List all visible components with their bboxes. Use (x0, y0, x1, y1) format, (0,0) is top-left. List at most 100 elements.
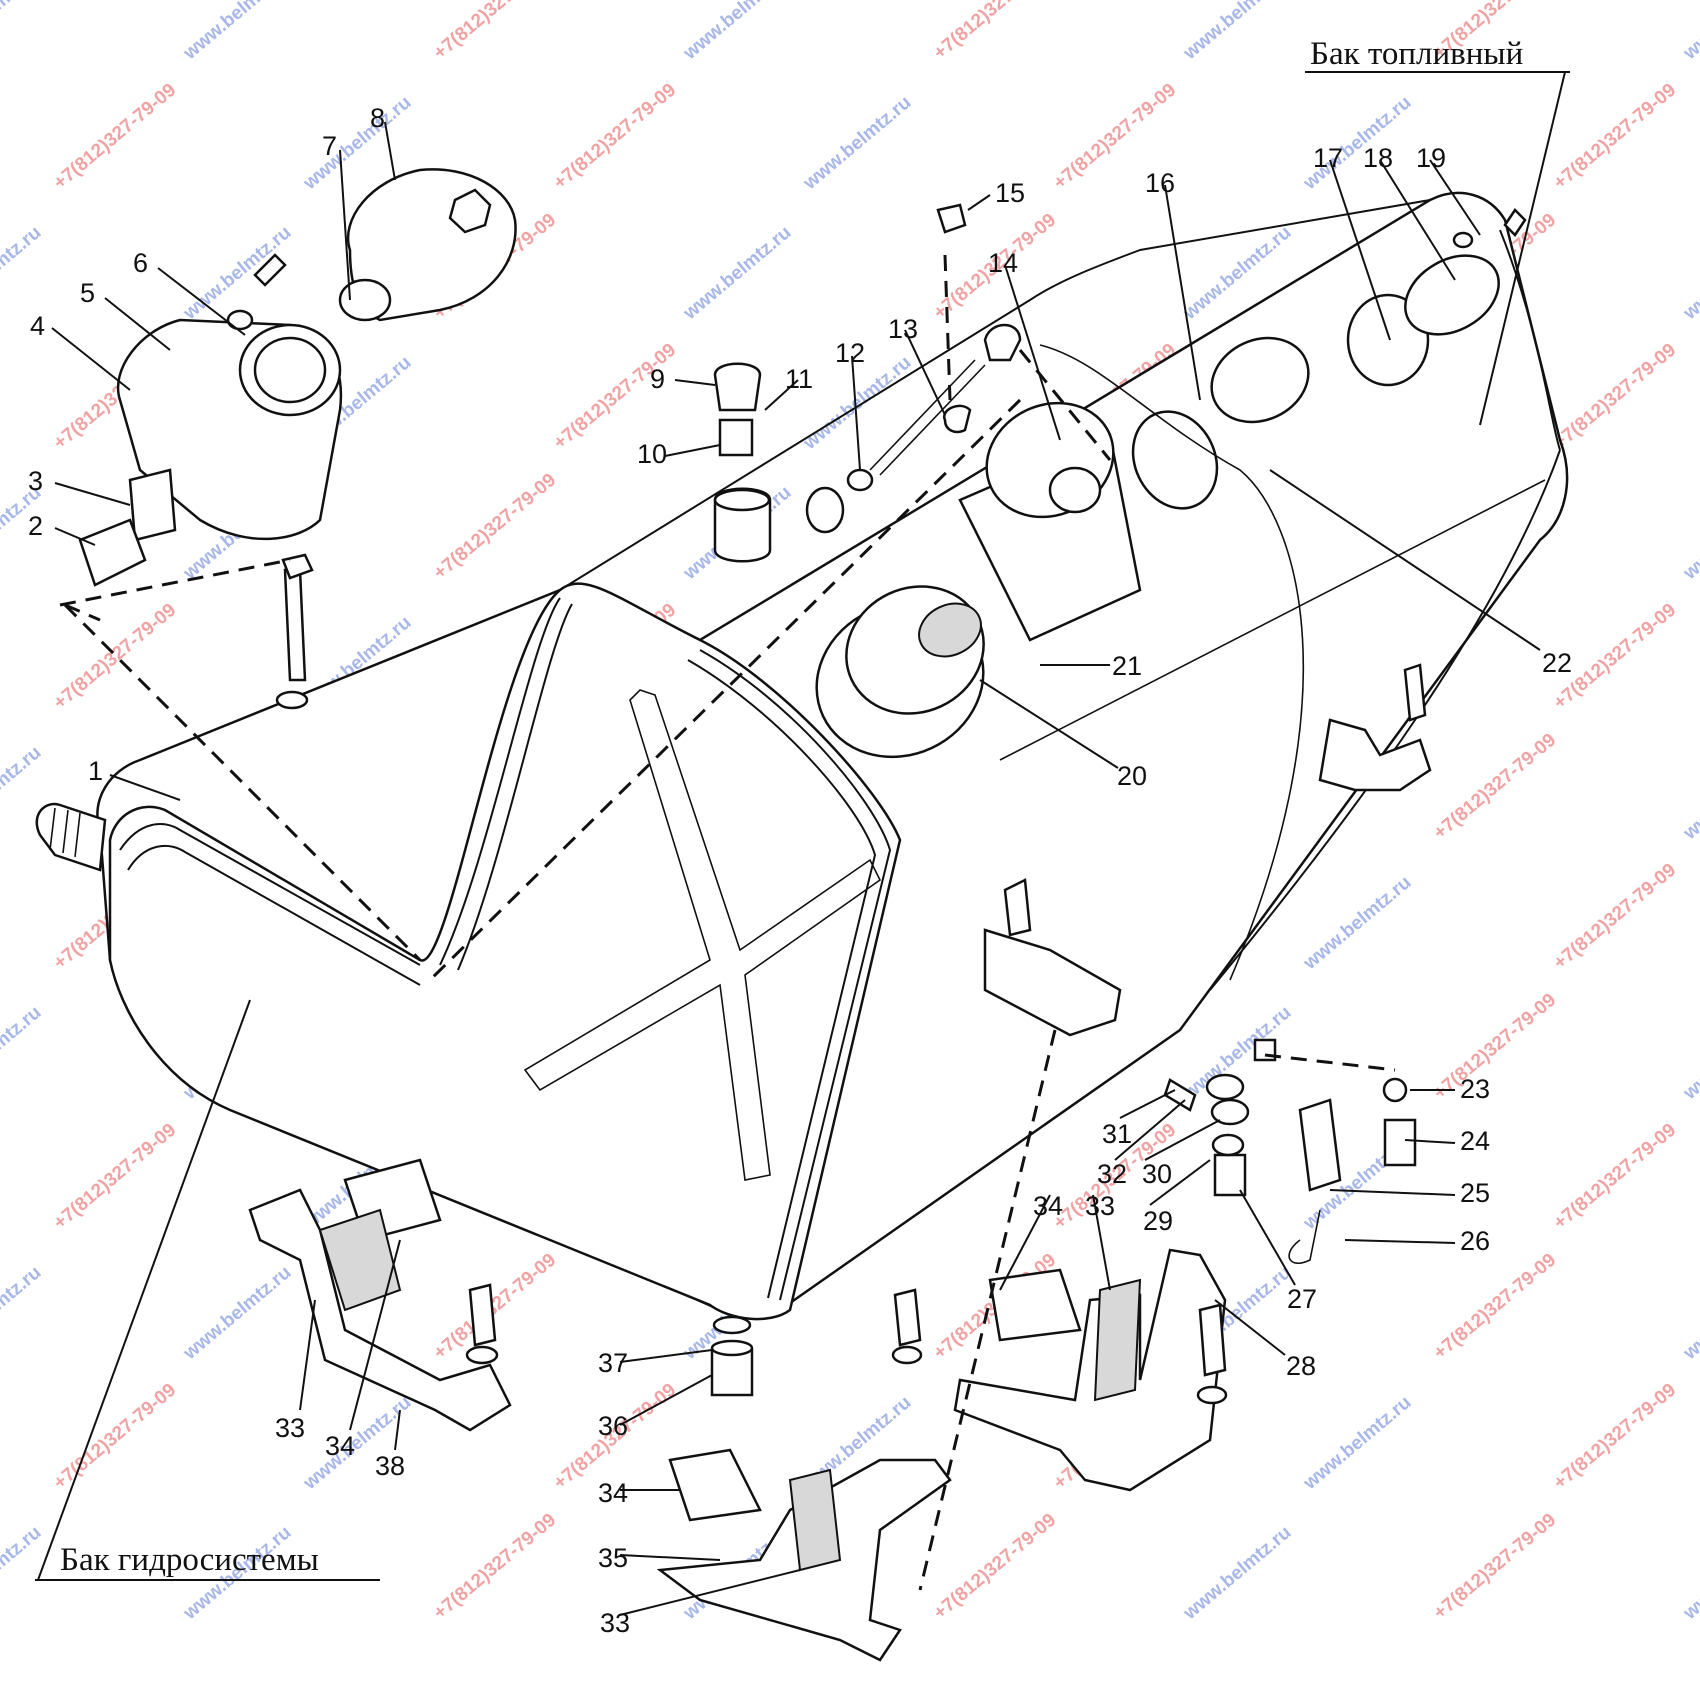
breather-assembly (78, 168, 517, 710)
captions: Бак топливный Бак гидросистемы (35, 36, 1570, 1581)
mounting-brackets (248, 663, 1432, 1662)
watermark-phone: +7(812)327-79-09 (1550, 80, 1680, 194)
watermark-phone: +7(812)327-79-09 (50, 600, 180, 714)
leader-line (1269, 469, 1541, 651)
callout-27: 27 (1287, 1284, 1317, 1314)
watermark-phone: +7(812)327-79-09 (550, 80, 680, 194)
callout-21: 21 (1112, 651, 1142, 681)
callout-6: 6 (133, 248, 148, 278)
hydraulic-tank-body (35, 582, 902, 1321)
callout-29: 29 (1143, 1206, 1173, 1236)
leader-line (664, 444, 721, 457)
watermark-site: www.belmtz.ru (1679, 1002, 1700, 1104)
callout-37: 37 (598, 1348, 628, 1378)
leader-line (384, 121, 396, 181)
callout-24: 24 (1460, 1126, 1490, 1156)
leader-line (619, 1374, 713, 1426)
watermark-site: www.belmtz.ru (1679, 222, 1700, 324)
leader-line (1429, 159, 1481, 236)
watermark-site: www.belmtz.ru (0, 0, 45, 64)
callout-33-left: 33 (275, 1413, 305, 1443)
leader-line (764, 379, 799, 411)
callout-3: 3 (28, 466, 43, 496)
callout-32: 32 (1097, 1159, 1127, 1189)
watermark-site: www.belmtz.ru (179, 1262, 295, 1364)
watermark-site: www.belmtz.ru (1679, 0, 1700, 64)
plug-fittings (713, 203, 1527, 563)
filler-assembly (815, 254, 1500, 981)
leader-line (104, 297, 171, 351)
leader-line (1379, 159, 1456, 281)
callout-25: 25 (1460, 1178, 1490, 1208)
leader-line (1092, 1194, 1111, 1291)
callout-2: 2 (28, 511, 43, 541)
leader-line (1119, 1089, 1176, 1119)
watermark-site: www.belmtz.ru (1179, 0, 1295, 64)
watermark-phone: +7(812)327-79-09 (50, 80, 180, 194)
callout-35: 35 (598, 1543, 628, 1573)
callout-numbers: 1 2 3 4 5 6 7 8 9 10 11 12 13 14 15 16 1… (28, 103, 1572, 1638)
leader-line (979, 679, 1119, 769)
leader-line (157, 267, 246, 336)
watermark-phone: +7(812)327-79-09 (1550, 1380, 1680, 1494)
leader-line (1344, 1239, 1456, 1244)
leader-line (339, 149, 351, 301)
callout-12: 12 (835, 338, 865, 368)
callout-33-right: 33 (1085, 1191, 1115, 1221)
watermark-phone: +7(812)327-79-09 (430, 0, 560, 64)
callout-16: 16 (1145, 168, 1175, 198)
callout-5: 5 (80, 278, 95, 308)
watermark-phone: +7(812)327-79-09 (430, 1250, 560, 1364)
watermark-phone: +7(812)327-79-09 (1550, 1120, 1680, 1234)
callout-26: 26 (1460, 1226, 1490, 1256)
leader-line (999, 1194, 1051, 1291)
leader-line (349, 1239, 401, 1431)
leader-line (851, 355, 861, 471)
callout-13: 13 (888, 314, 918, 344)
watermark-phone: +7(812)327-79-09 (1430, 1510, 1560, 1624)
leader-line (1114, 1099, 1186, 1161)
leader-line (674, 379, 716, 386)
leader-line (1214, 1299, 1286, 1356)
leader-line (1329, 1189, 1456, 1196)
watermark-site: www.belmtz.ru (0, 1262, 45, 1364)
callout-8: 8 (370, 103, 385, 133)
callout-7: 7 (322, 131, 337, 161)
watermark-site: www.belmtz.ru (179, 0, 295, 64)
watermark-phone: +7(812)327-79-09 (430, 470, 560, 584)
fuel-tank-title: Бак топливный (1310, 36, 1523, 72)
watermark-phone: +7(812)327-79-09 (1550, 340, 1680, 454)
callout-34-bottom: 34 (598, 1478, 628, 1508)
watermark-phone: +7(812)327-79-09 (550, 340, 680, 454)
watermark-phone: +7(812)327-79-09 (1430, 730, 1560, 844)
leader-line (1329, 159, 1391, 341)
watermark-site: www.belmtz.ru (1679, 1522, 1700, 1624)
watermark-site: www.belmtz.ru (1299, 1392, 1415, 1494)
watermark-site: www.belmtz.ru (679, 0, 795, 64)
callout-4: 4 (30, 311, 45, 341)
leader-line (1144, 1119, 1221, 1161)
watermark-site: www.belmtz.ru (0, 1522, 45, 1624)
callout-1: 1 (88, 756, 103, 786)
leader-line (619, 1554, 721, 1561)
watermark-phone: +7(812)327-79-09 (1550, 860, 1680, 974)
leader-line (967, 194, 991, 211)
callout-34-right: 34 (1033, 1191, 1063, 1221)
callout-33-bottom: 33 (600, 1608, 630, 1638)
leader-line (394, 1409, 401, 1451)
callout-30: 30 (1142, 1159, 1172, 1189)
watermark-site: www.belmtz.ru (1299, 872, 1415, 974)
callout-23: 23 (1460, 1074, 1490, 1104)
watermark-site: www.belmtz.ru (1679, 1262, 1700, 1364)
leader-line (54, 482, 131, 506)
leader-line (1239, 1189, 1296, 1286)
leader-line (51, 327, 131, 391)
callout-19: 19 (1416, 143, 1446, 173)
callout-22: 22 (1542, 648, 1572, 678)
watermark-phone: +7(812)327-79-09 (930, 1510, 1060, 1624)
callout-17: 17 (1313, 143, 1343, 173)
leader-line (1149, 1159, 1211, 1206)
callout-9: 9 (650, 364, 665, 394)
leader-line (904, 329, 946, 416)
